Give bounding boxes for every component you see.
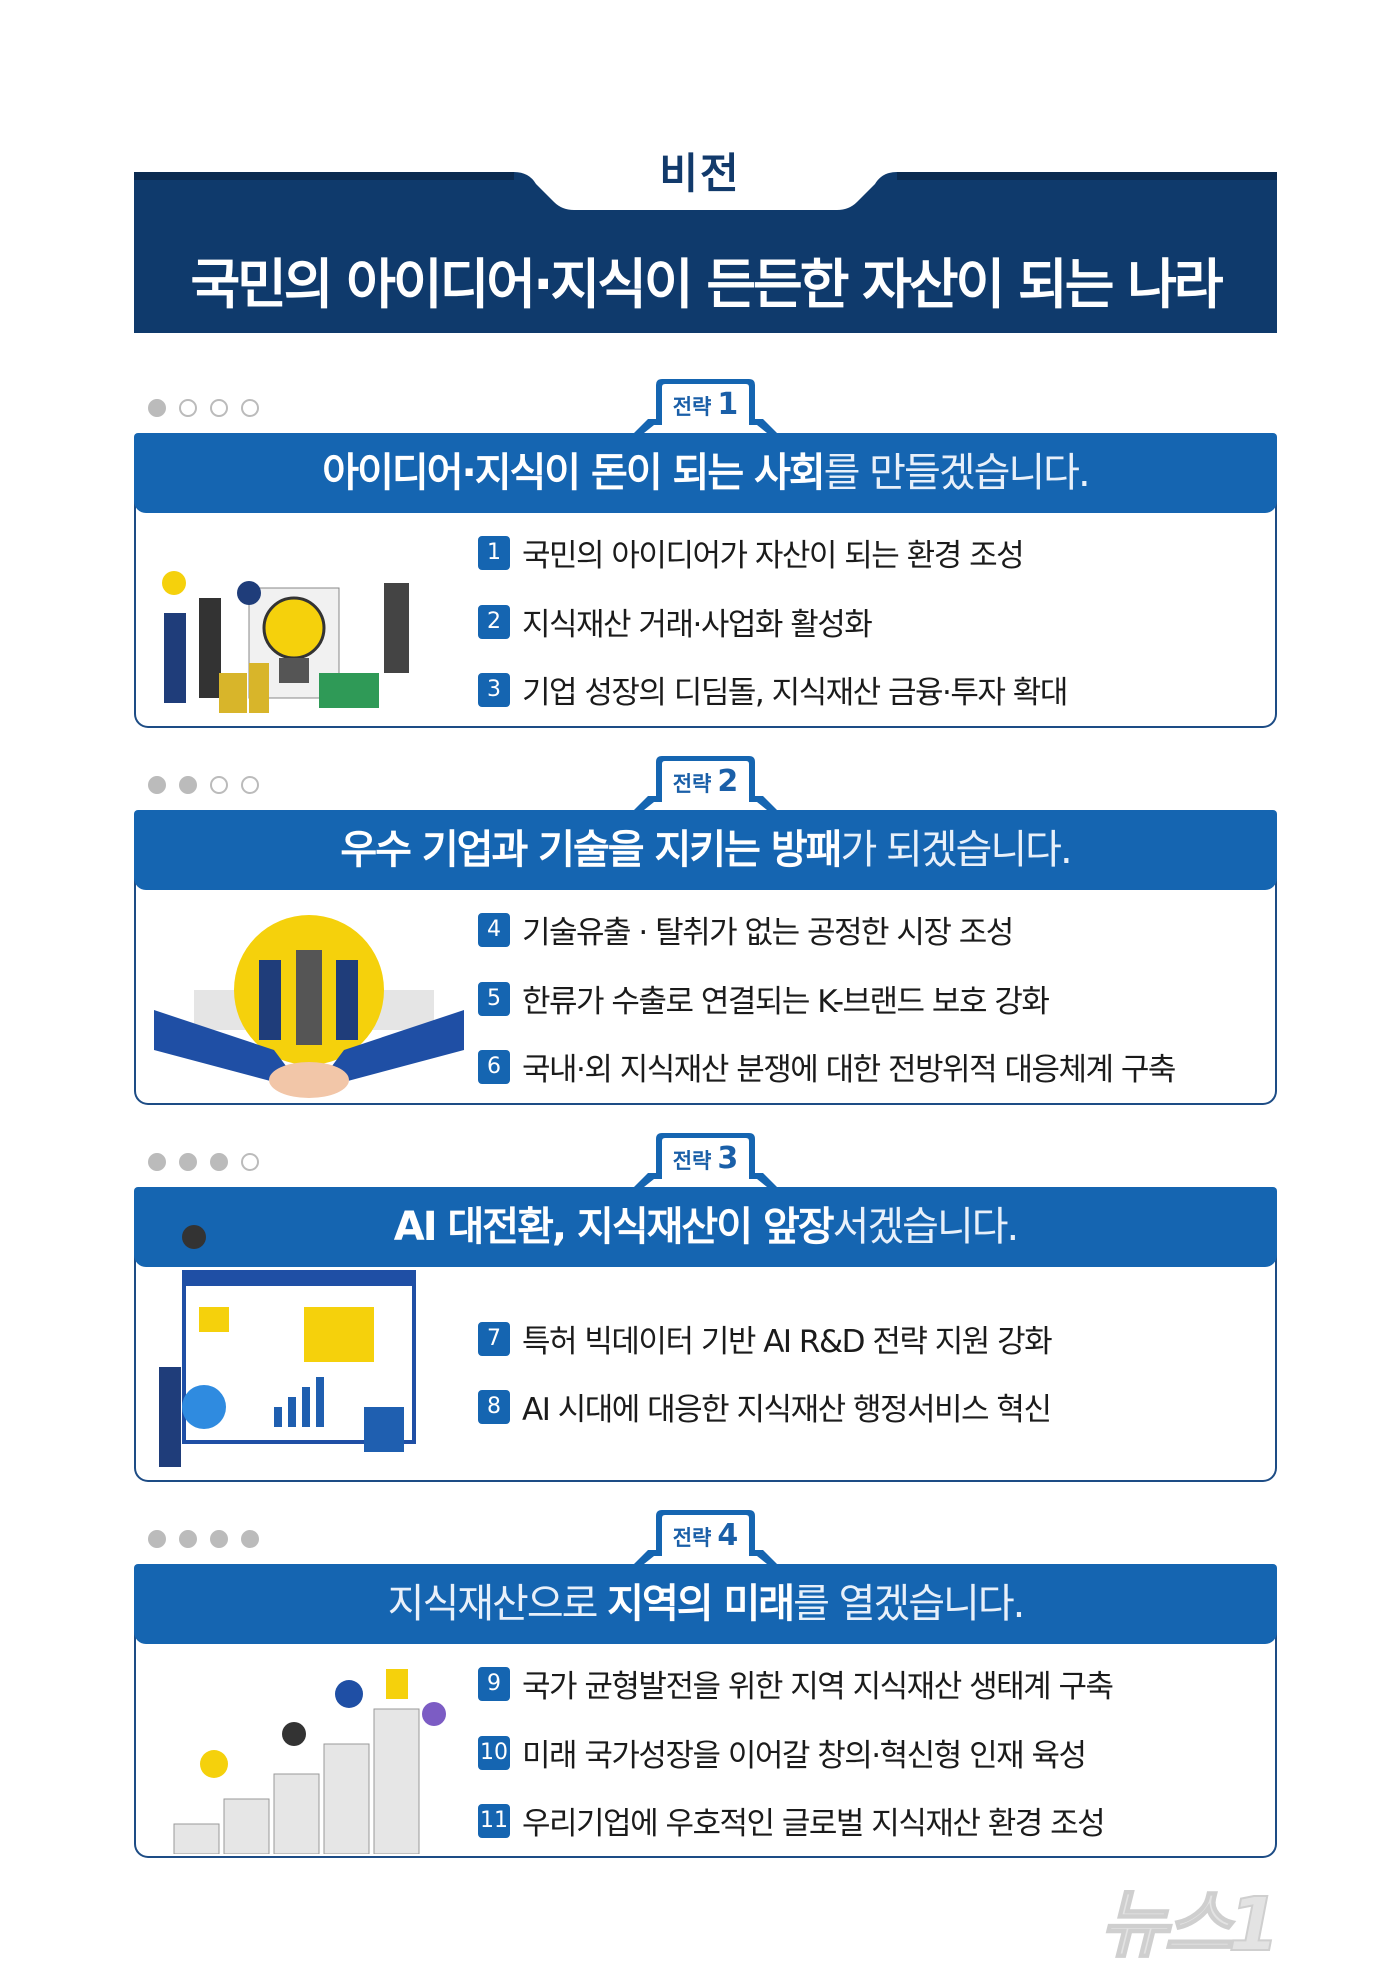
strategy-tab	[634, 756, 777, 810]
strategy-heading: 지식재산으로 지역의 미래를 열겠습니다.	[134, 1564, 1277, 1644]
item-text: 국민의 아이디어가 자산이 되는 환경 조성	[522, 538, 1025, 574]
strategy-item: 9 국가 균형발전을 위한 지역 지식재산 생태계 구축	[478, 1661, 1114, 1706]
strategy-tab	[634, 1133, 777, 1187]
growth-stairs-illustration	[173, 1669, 446, 1854]
strategy-heading: 아이디어·지식이 돈이 되는 사회를 만들겠습니다.	[134, 433, 1277, 513]
item-number-badge: 8	[478, 1389, 510, 1424]
strategy-item: 1 국민의 아이디어가 자산이 되는 환경 조성	[478, 530, 1025, 575]
dot-empty	[241, 776, 259, 794]
item-text: 지식재산 거래·사업화 활성화	[522, 607, 873, 643]
dot-filled	[210, 1153, 228, 1171]
item-text: AI 시대에 대응한 지식재산 행정서비스 혁신	[522, 1392, 1052, 1428]
heading-light: 를 만들겠습니다.	[823, 450, 1091, 496]
progress-dots	[148, 399, 259, 417]
dot-empty	[210, 399, 228, 417]
ai-data-illustration	[159, 1225, 416, 1467]
dot-filled	[179, 1530, 197, 1548]
dot-filled	[148, 776, 166, 794]
dot-filled	[148, 1530, 166, 1548]
item-text: 특허 빅데이터 기반 AI R&D 전략 지원 강화	[522, 1324, 1053, 1360]
item-text: 미래 국가성장을 이어갈 창의·혁신형 인재 육성	[522, 1738, 1087, 1774]
progress-dots	[148, 1530, 259, 1548]
item-text: 국내·외 지식재산 분쟁에 대한 전방위적 대응체계 구축	[522, 1052, 1176, 1088]
dot-filled	[148, 399, 166, 417]
dot-empty	[179, 399, 197, 417]
item-number-badge: 9	[478, 1666, 510, 1701]
heading-bold: 우수 기업과 기술을 지키는 방패	[340, 827, 842, 873]
heading-light: 가 되겠습니다.	[840, 827, 1072, 873]
strategy-heading: AI 대전환, 지식재산이 앞장서겠습니다.	[134, 1187, 1277, 1267]
strategy-item: 8 AI 시대에 대응한 지식재산 행정서비스 혁신	[478, 1384, 1052, 1429]
strategy-item: 3 기업 성장의 디딤돌, 지식재산 금융·투자 확대	[478, 667, 1068, 712]
strategy-item: 5 한류가 수출로 연결되는 K-브랜드 보호 강화	[478, 976, 1050, 1021]
dot-empty	[241, 1153, 259, 1171]
strategy-tab	[634, 1510, 777, 1564]
item-number-badge: 6	[478, 1049, 510, 1084]
progress-dots	[148, 776, 259, 794]
heading-bold: AI 대전환, 지식재산이 앞장	[393, 1204, 835, 1250]
strategy-heading: 우수 기업과 기술을 지키는 방패가 되겠습니다.	[134, 810, 1277, 890]
strategy-tab	[634, 379, 777, 433]
strategy-item: 2 지식재산 거래·사업화 활성화	[478, 599, 873, 644]
item-text: 한류가 수출로 연결되는 K-브랜드 보호 강화	[522, 984, 1050, 1020]
item-number-badge: 4	[478, 912, 510, 947]
idea-money-illustration	[162, 571, 409, 713]
vision-title: 국민의 아이디어·지식이 든든한 자산이 되는 나라	[190, 253, 1223, 316]
heading-bold: 지역의 미래	[607, 1581, 795, 1627]
heading-light: 서겠습니다.	[832, 1204, 1020, 1250]
item-number-badge: 5	[478, 981, 510, 1016]
item-number-badge: 2	[478, 604, 510, 639]
heading-bold: 아이디어·지식이 돈이 되는 사회	[322, 450, 825, 496]
strategy-item: 4 기술유출 · 탈취가 없는 공정한 시장 조성	[478, 907, 1014, 952]
strategy-item: 7 특허 빅데이터 기반 AI R&D 전략 지원 강화	[478, 1316, 1053, 1361]
dot-filled	[179, 1153, 197, 1171]
item-text: 기술유출 · 탈취가 없는 공정한 시장 조성	[522, 915, 1014, 951]
item-text: 국가 균형발전을 위한 지역 지식재산 생태계 구축	[522, 1669, 1114, 1705]
item-number-badge: 11	[478, 1803, 510, 1838]
heading-light: 를 열겠습니다.	[793, 1581, 1025, 1627]
item-text: 기업 성장의 디딤돌, 지식재산 금융·투자 확대	[522, 675, 1068, 711]
vision-label: 비전	[659, 149, 741, 198]
vision-banner	[134, 172, 1277, 333]
dot-filled	[179, 776, 197, 794]
item-number-badge: 1	[478, 535, 510, 570]
news1-watermark-logo: 뉴스1	[1099, 1881, 1281, 1969]
dot-filled	[210, 1530, 228, 1548]
item-text: 우리기업에 우호적인 글로벌 지식재산 환경 조성	[522, 1806, 1106, 1842]
heading-light-prefix: 지식재산으로	[387, 1581, 608, 1627]
strategy-item: 6 국내·외 지식재산 분쟁에 대한 전방위적 대응체계 구축	[478, 1044, 1176, 1089]
shield-handshake-illustration	[154, 915, 464, 1098]
dot-empty	[210, 776, 228, 794]
item-number-badge: 3	[478, 672, 510, 707]
dot-filled	[241, 1530, 259, 1548]
item-number-badge: 10	[478, 1735, 510, 1770]
strategy-item: 11 우리기업에 우호적인 글로벌 지식재산 환경 조성	[478, 1798, 1106, 1843]
dot-filled	[148, 1153, 166, 1171]
strategy-item: 10 미래 국가성장을 이어갈 창의·혁신형 인재 육성	[478, 1730, 1087, 1775]
dot-empty	[241, 399, 259, 417]
item-number-badge: 7	[478, 1321, 510, 1356]
progress-dots	[148, 1153, 259, 1171]
